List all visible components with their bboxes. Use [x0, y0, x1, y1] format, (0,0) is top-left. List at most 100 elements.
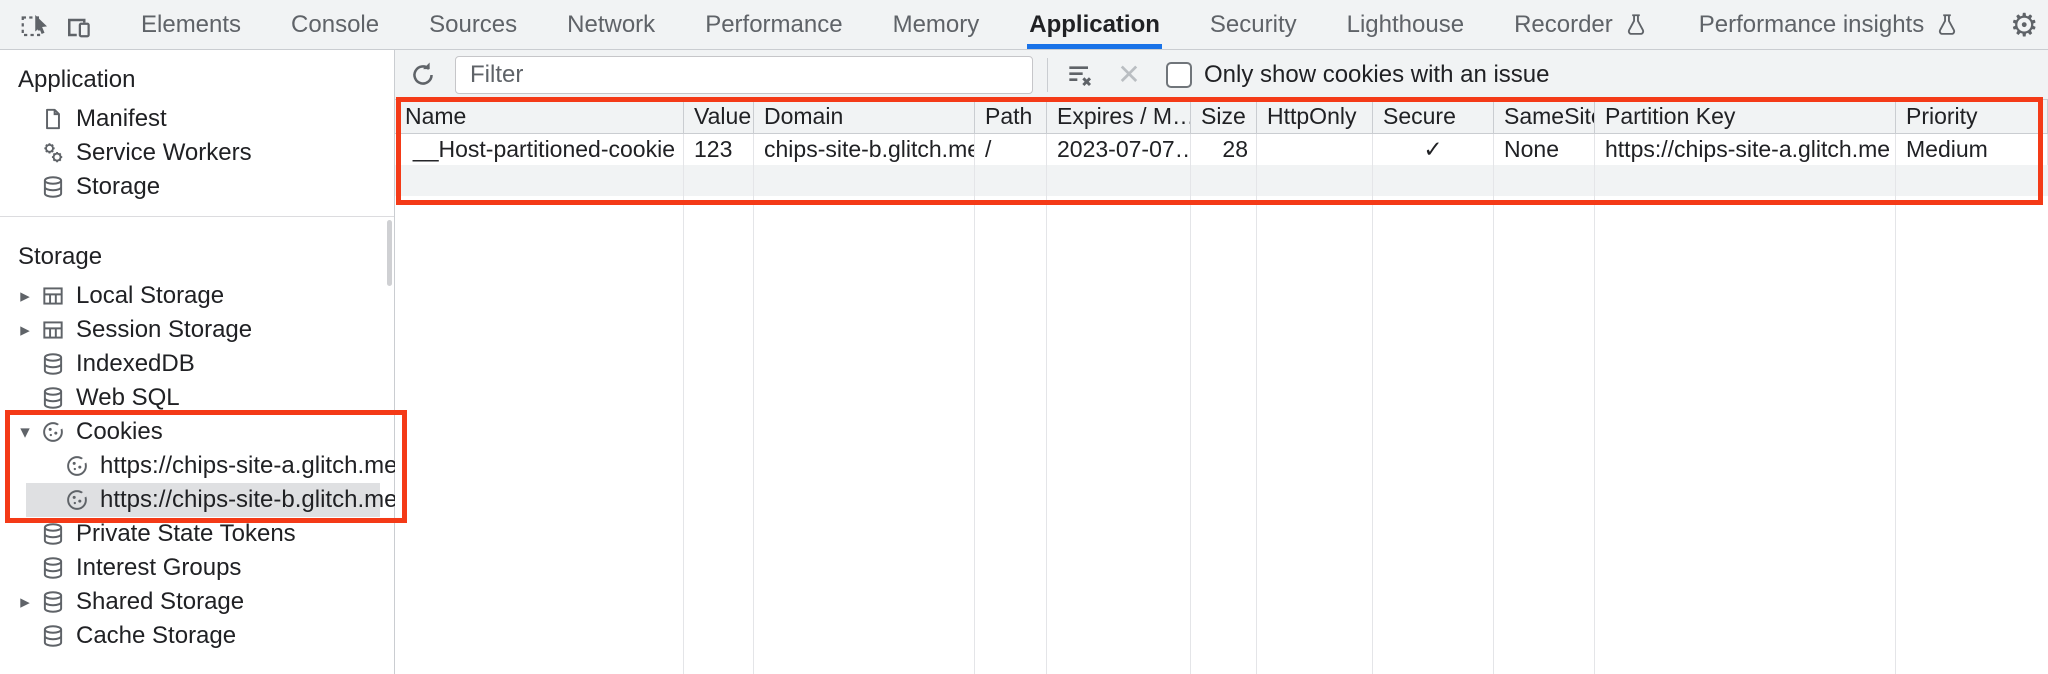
- tab-network[interactable]: Network: [542, 0, 680, 49]
- column-header-expires[interactable]: Expires / M…: [1047, 100, 1191, 134]
- column-header-domain[interactable]: Domain: [754, 100, 975, 134]
- sidebar-item-web-sql[interactable]: Web SQL: [0, 381, 394, 415]
- cookie-icon: [62, 487, 92, 513]
- tab-sources[interactable]: Sources: [404, 0, 542, 49]
- cookie-cell-path[interactable]: /: [975, 134, 1047, 165]
- device-toolbar-button[interactable]: [56, 3, 100, 47]
- application-sidebar: Application Manifest: [0, 50, 407, 674]
- sidebar-item-private-state-tokens[interactable]: Private State Tokens: [0, 517, 394, 551]
- cookie-cell-expires[interactable]: 2023-07-07…: [1047, 134, 1191, 165]
- sidebar-item-label: Cache Storage: [76, 622, 237, 649]
- tab-label: Network: [567, 10, 656, 38]
- cookie-icon: [38, 419, 68, 445]
- inspect-cursor-icon: [19, 10, 49, 40]
- issue-filter-checkbox-label[interactable]: Only show cookies with an issue: [1204, 60, 1550, 88]
- sidebar-item-label: Cookies: [76, 418, 163, 445]
- cookies-toolbar: ✕ Only show cookies with an issue: [395, 50, 2048, 100]
- cookie-cell-size[interactable]: 28: [1191, 134, 1257, 165]
- cookie-cell-samesite[interactable]: None: [1494, 134, 1595, 165]
- cookie-cell-domain[interactable]: chips-site-b.glitch.me: [754, 134, 975, 165]
- tab-application[interactable]: Application: [1004, 0, 1185, 49]
- tab-label: Memory: [892, 10, 980, 38]
- issue-filter-checkbox[interactable]: [1166, 61, 1192, 88]
- database-icon: [38, 589, 68, 615]
- column-header-samesite[interactable]: SameSite: [1494, 100, 1595, 134]
- column-header-size[interactable]: Size: [1191, 100, 1257, 134]
- database-icon: [38, 521, 68, 547]
- database-icon: [38, 623, 68, 649]
- sidebar-item-cache-storage[interactable]: Cache Storage: [0, 619, 394, 653]
- sidebar-item-label: Local Storage: [76, 282, 225, 309]
- column-header-httponly[interactable]: HttpOnly: [1257, 100, 1373, 134]
- application-tree: Manifest Service Workers: [0, 94, 394, 204]
- tab-label: Console: [291, 10, 380, 38]
- cookie-cell-priority[interactable]: Medium: [1896, 134, 2048, 165]
- tab-label: Sources: [429, 10, 518, 38]
- tab-performance[interactable]: Performance: [680, 0, 867, 49]
- chevron-down-icon[interactable]: ▾: [20, 421, 30, 443]
- service-workers-icon: [38, 139, 68, 167]
- toolbar-left-icons: [0, 0, 100, 49]
- sidebar-item-label: Shared Storage: [76, 588, 245, 615]
- tab-elements[interactable]: Elements: [116, 0, 266, 49]
- empty-column-filler: [395, 196, 684, 674]
- tab-security[interactable]: Security: [1185, 0, 1322, 49]
- sidebar-item-manifest[interactable]: Manifest: [0, 102, 394, 136]
- divider: [1047, 57, 1048, 92]
- tab-recorder[interactable]: Recorder: [1489, 0, 1674, 49]
- chevron-right-icon[interactable]: ▸: [20, 285, 30, 307]
- settings-gear-icon[interactable]: ⚙: [2002, 3, 2046, 47]
- column-header-value[interactable]: Value: [684, 100, 754, 134]
- chevron-right-icon[interactable]: ▸: [20, 591, 30, 613]
- tab-label: Performance insights: [1698, 10, 1925, 38]
- sidebar-item-session-storage[interactable]: ▸ Session Storage: [0, 313, 394, 347]
- sidebar-item-cookies[interactable]: ▾ Cookies: [0, 415, 394, 449]
- column-header-secure[interactable]: Secure: [1373, 100, 1494, 134]
- device-toolbar-icon: [63, 10, 93, 40]
- chevron-right-icon[interactable]: ▸: [20, 319, 30, 341]
- sidebar-item-label: Manifest: [76, 105, 167, 132]
- sidebar-item-local-storage[interactable]: ▸ Local Storage: [0, 279, 394, 313]
- column-header-priority[interactable]: Priority: [1896, 100, 2048, 134]
- cookie-cell-httponly[interactable]: [1257, 134, 1373, 165]
- tab-label: Application: [1029, 10, 1160, 38]
- column-header-name[interactable]: Name: [395, 100, 684, 134]
- sidebar-section-title-storage: Storage: [18, 243, 103, 270]
- refresh-icon[interactable]: [401, 53, 445, 97]
- filter-input[interactable]: [455, 55, 1033, 94]
- sidebar-item-shared-storage[interactable]: ▸ Shared Storage: [0, 585, 394, 619]
- sidebar-item-service-workers[interactable]: Service Workers: [0, 136, 394, 170]
- cookie-cell-secure[interactable]: ✓: [1373, 134, 1494, 165]
- tab-performance-insights[interactable]: Performance insights: [1674, 0, 1985, 49]
- cookie-cell-name[interactable]: __Host-partitioned-cookie: [395, 134, 684, 165]
- sidebar-scrollbar-thumb[interactable]: [387, 220, 392, 286]
- clear-filter-icon[interactable]: [1064, 59, 1096, 91]
- sidebar-item-storage[interactable]: Storage: [0, 170, 394, 204]
- experiment-flask-icon: [1934, 12, 1960, 38]
- devtools-tabbar: Elements Console Sources Network Perform…: [0, 0, 2048, 50]
- sidebar-item-indexeddb[interactable]: IndexedDB: [0, 347, 394, 381]
- tab-lighthouse[interactable]: Lighthouse: [1322, 0, 1489, 49]
- cookie-table: Name Value Domain Path Expires / M… Size…: [395, 97, 2048, 674]
- cookie-cell-partition-key[interactable]: https://chips-site-a.glitch.me: [1595, 134, 1896, 165]
- tab-console[interactable]: Console: [266, 0, 404, 49]
- sidebar-item-label: Interest Groups: [76, 554, 242, 581]
- database-icon: [38, 174, 68, 200]
- tabbar-right-controls: ⚙ ⋮ ✕: [1985, 0, 2048, 49]
- sidebar-item-cookies-chips-site-b[interactable]: https://chips-site-b.glitch.me: [26, 483, 397, 517]
- cookies-tree-group: ▾ Cookies https://chips-site-a.glitch.me: [0, 410, 407, 523]
- cookie-cell-value[interactable]: 123: [684, 134, 754, 165]
- cookie-icon: [62, 453, 92, 479]
- sidebar-item-cookies-chips-site-a[interactable]: https://chips-site-a.glitch.me: [0, 449, 397, 483]
- experiment-flask-icon: [1623, 12, 1649, 38]
- sidebar-item-label: Web SQL: [76, 384, 180, 411]
- column-header-path[interactable]: Path: [975, 100, 1047, 134]
- inspect-element-button[interactable]: [12, 3, 56, 47]
- sidebar-item-interest-groups[interactable]: Interest Groups: [0, 551, 394, 585]
- panel-tabs: Elements Console Sources Network Perform…: [116, 0, 1985, 49]
- file-icon: [38, 106, 68, 132]
- tab-memory[interactable]: Memory: [868, 0, 1005, 49]
- table-icon: [38, 317, 68, 343]
- column-header-partition-key[interactable]: Partition Key: [1595, 100, 1896, 134]
